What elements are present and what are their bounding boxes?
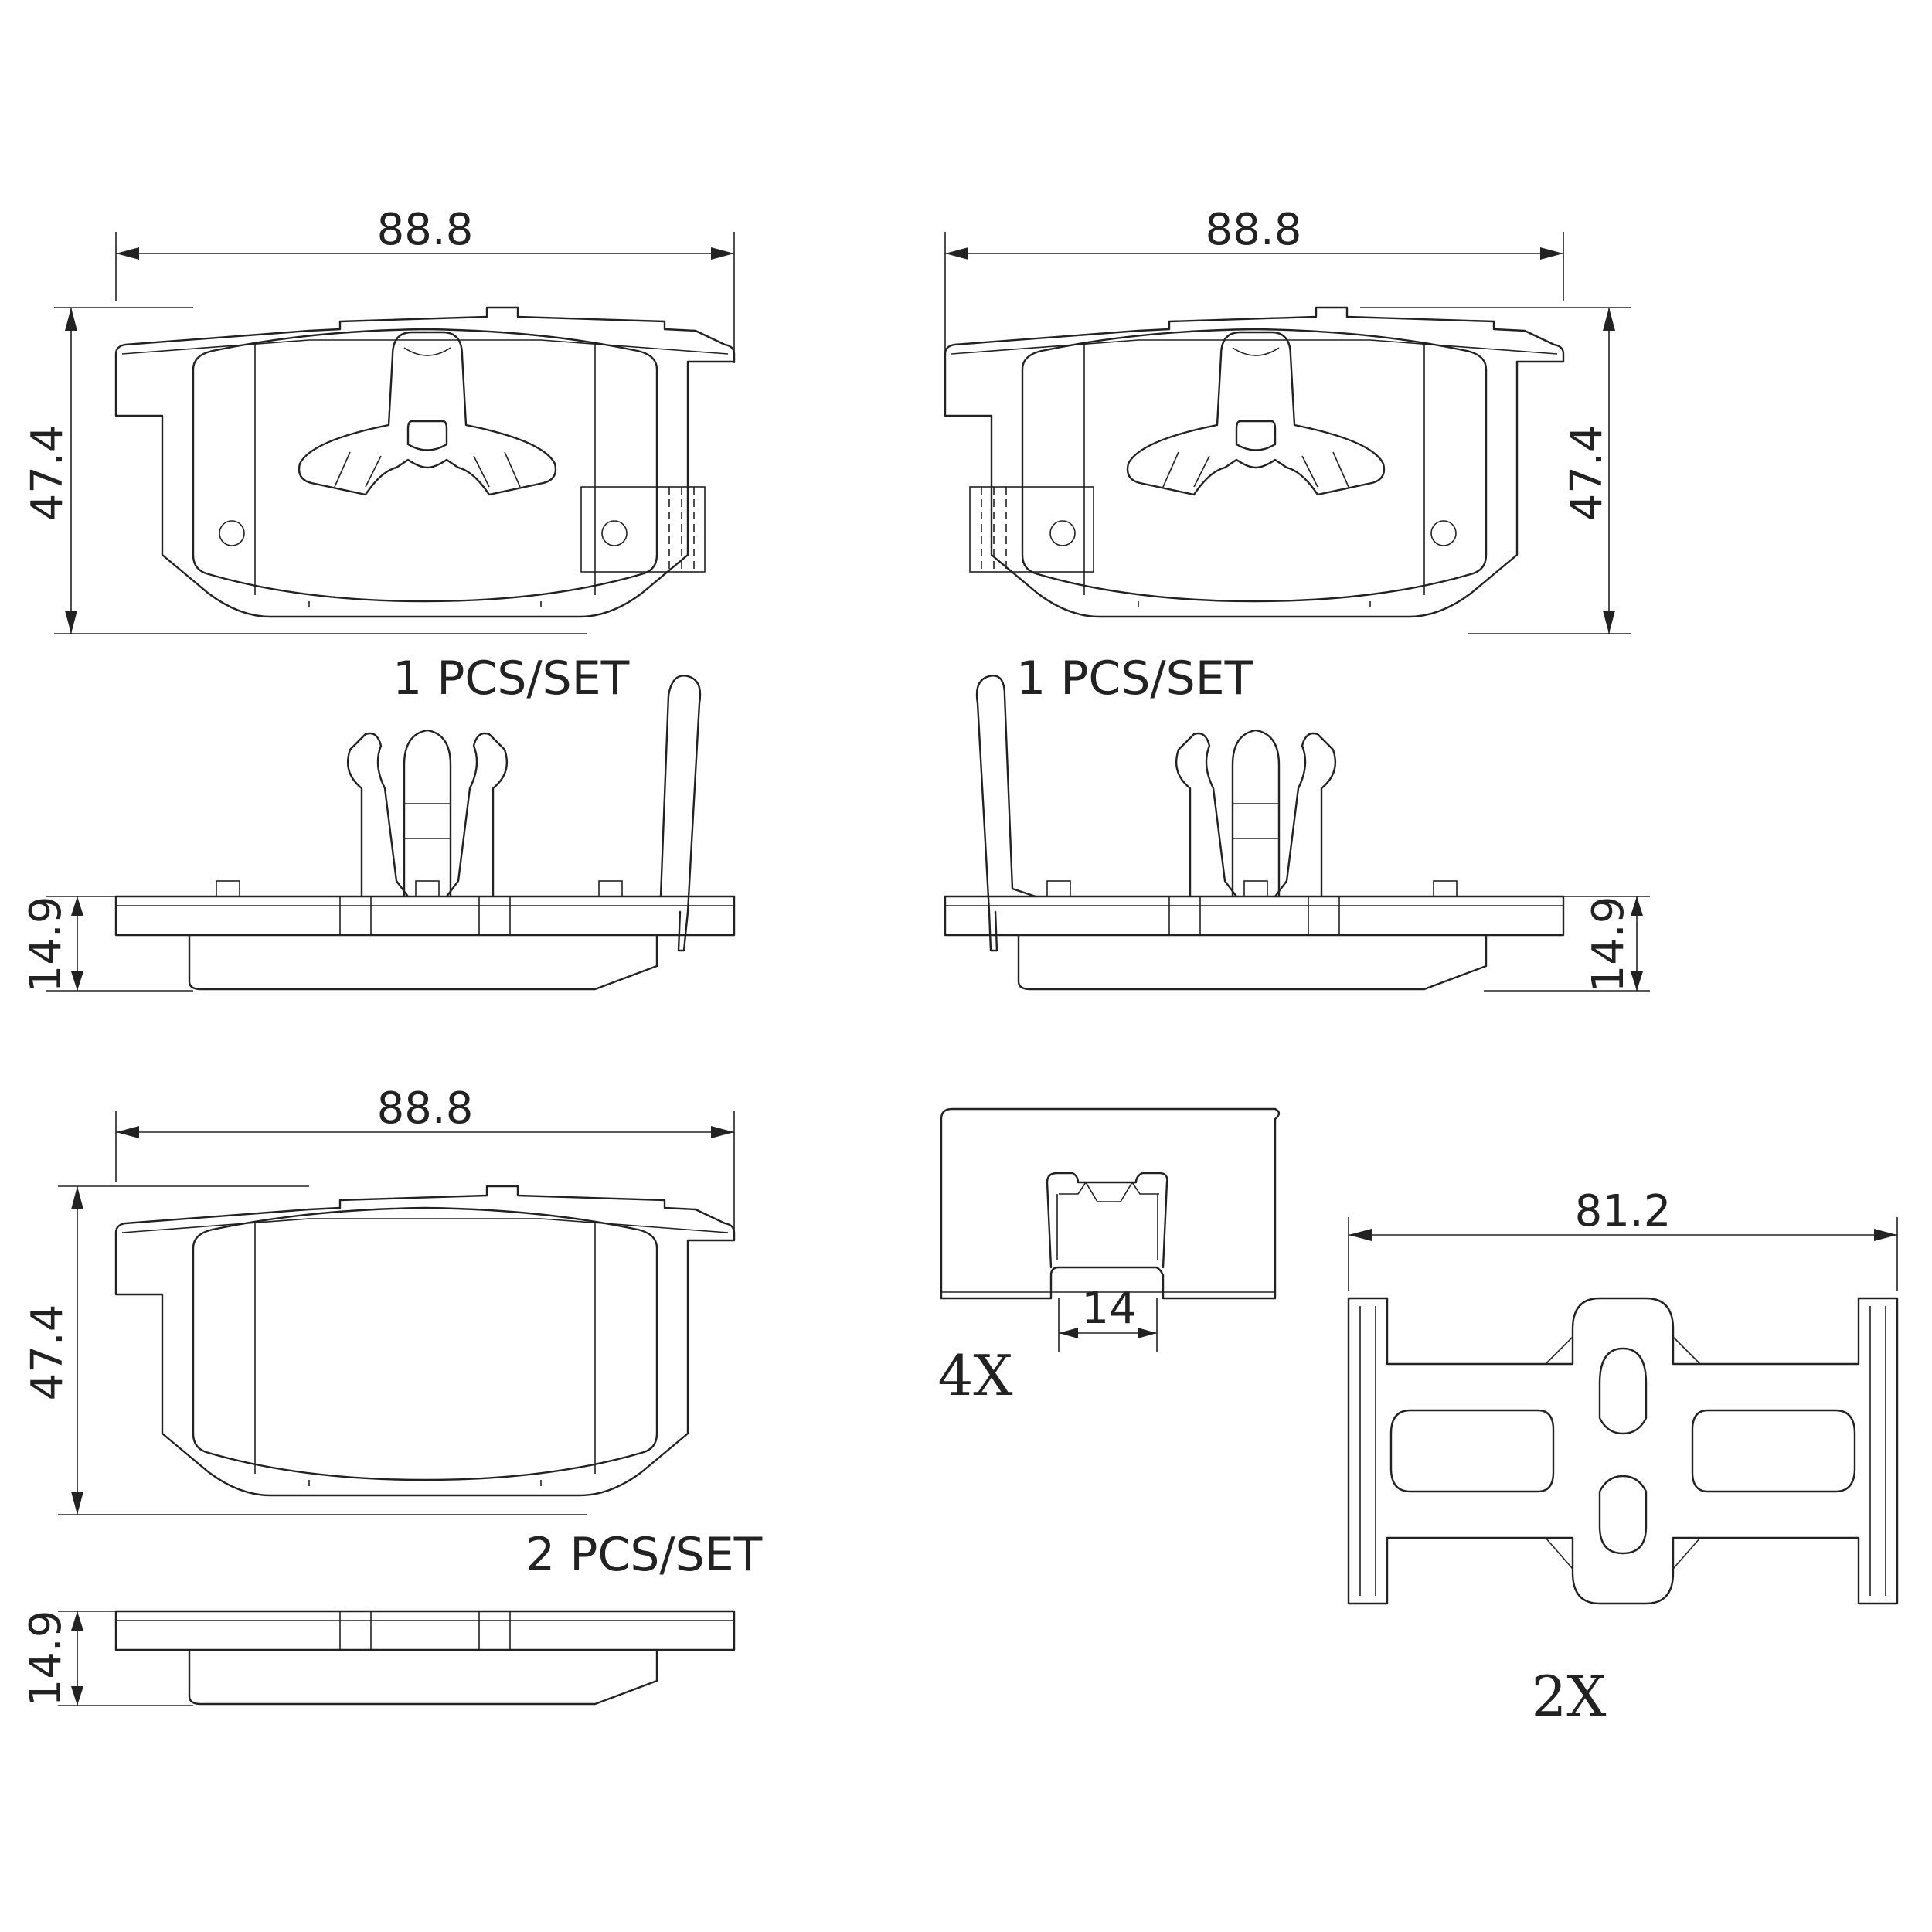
quantity-label: 1 PCS/SET (393, 651, 630, 706)
abutment-clip: 14 4X (937, 1107, 1281, 1408)
pad-top-right-edge: 14.9 (944, 675, 1650, 993)
pad-top-right: 88.8 47.4 1 PCS/SET (944, 205, 1631, 706)
width-dimension: 88.8 (377, 205, 474, 255)
quantity-multiplier: 2X (1531, 1664, 1606, 1729)
pad-bottom-left: 88.8 47.4 2 PCS/SET (22, 1083, 763, 1582)
width-dimension: 14 (1081, 1284, 1136, 1334)
width-dimension: 88.8 (377, 1083, 474, 1134)
thickness-dimension: 14.9 (1583, 896, 1634, 993)
pad-bottom-left-edge: 14.9 (21, 1611, 736, 1707)
pad-top-left: 88.8 47.4 1 PCS/SET (22, 205, 736, 706)
pad-top-left-edge: 14.9 (21, 675, 736, 993)
thickness-dimension: 14.9 (21, 1611, 71, 1707)
height-dimension: 47.4 (22, 1304, 73, 1401)
quantity-label: 1 PCS/SET (1016, 651, 1253, 706)
thickness-dimension: 14.9 (21, 896, 71, 993)
quantity-label: 2 PCS/SET (526, 1528, 763, 1582)
height-dimension: 47.4 (1562, 425, 1612, 522)
width-dimension: 88.8 (1206, 205, 1302, 255)
height-dimension: 47.4 (22, 425, 73, 522)
retaining-spring: 81.2 2X (1347, 1186, 1899, 1729)
quantity-multiplier: 4X (937, 1343, 1012, 1408)
width-dimension: 81.2 (1575, 1186, 1672, 1236)
